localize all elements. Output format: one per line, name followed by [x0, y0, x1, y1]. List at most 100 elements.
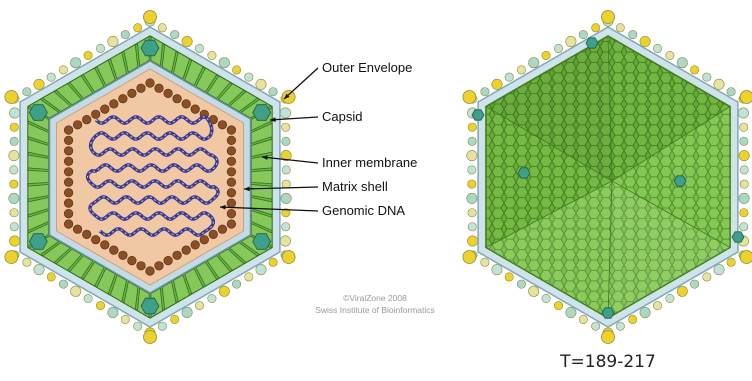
envelope-spike: [134, 322, 142, 330]
matrix-bead: [110, 246, 119, 255]
label-matrix-shell: Matrix shell: [322, 179, 388, 194]
envelope-spike: [59, 66, 67, 74]
envelope-spike: [282, 223, 290, 231]
matrix-bead: [155, 84, 164, 93]
envelope-spike: [666, 51, 674, 59]
envelope-spike: [592, 24, 600, 32]
envelope-spike: [9, 236, 19, 246]
matrix-bead: [227, 199, 236, 208]
envelope-spike: [134, 24, 142, 32]
triangulation-number: T=189-217: [559, 352, 656, 372]
vertex-spike: [740, 251, 752, 264]
envelope-spike: [739, 193, 749, 203]
vertex-spike: [602, 11, 615, 24]
matrix-bead: [64, 220, 73, 229]
envelope-spike: [481, 258, 489, 266]
matrix-bead: [218, 225, 227, 234]
envelope-spike: [517, 280, 525, 288]
matrix-bead: [119, 251, 128, 260]
vertex-spike: [463, 251, 476, 264]
envelope-spike: [208, 294, 216, 302]
envelope-spike: [281, 193, 291, 203]
envelope-spike: [9, 150, 19, 160]
envelope-spike: [121, 30, 129, 38]
envelope-spike: [727, 258, 735, 266]
matrix-bead: [227, 147, 236, 156]
surface-penton: [674, 176, 686, 186]
envelope-spike: [616, 24, 624, 32]
matrix-bead: [164, 89, 173, 98]
matrix-bead: [173, 94, 182, 103]
envelope-spike: [703, 73, 711, 81]
envelope-spike: [640, 307, 650, 317]
envelope-spike: [9, 193, 19, 203]
envelope-spike: [96, 44, 104, 52]
capsomer-block: [28, 170, 49, 183]
envelope-spike: [158, 322, 166, 330]
matrix-bead: [227, 126, 236, 135]
envelope-spike: [280, 236, 290, 246]
matrix-bead: [64, 157, 73, 166]
envelope-spike: [666, 294, 674, 302]
envelope-spike: [10, 123, 18, 131]
vertex-spike: [144, 331, 157, 344]
envelope-spike: [10, 223, 18, 231]
surface-penton: [586, 38, 598, 48]
envelope-spike: [739, 150, 749, 160]
envelope-spike: [256, 264, 266, 274]
envelope-spike: [282, 123, 290, 131]
envelope-spike: [703, 273, 711, 281]
envelope-spike: [171, 315, 179, 323]
envelope-spike: [554, 301, 562, 309]
penton-block: [141, 40, 159, 56]
leader-outer-envelope: [284, 68, 318, 99]
envelope-spike: [714, 79, 724, 89]
matrix-bead: [137, 84, 146, 93]
envelope-spike: [468, 180, 476, 188]
matrix-bead: [64, 126, 73, 135]
envelope-spike: [714, 264, 724, 274]
matrix-bead: [110, 100, 119, 109]
envelope-spike: [47, 273, 55, 281]
vertex-spike: [144, 11, 157, 24]
envelope-spike: [467, 236, 477, 246]
envelope-spike: [468, 209, 476, 217]
envelope-spike: [740, 123, 748, 131]
envelope-spike: [579, 315, 587, 323]
matrix-bead: [227, 157, 236, 166]
matrix-bead: [200, 235, 209, 244]
matrix-bead: [82, 230, 91, 239]
matrix-bead: [218, 121, 227, 130]
envelope-spike: [738, 108, 748, 118]
envelope-spike: [740, 137, 748, 145]
envelope-spike: [232, 280, 240, 288]
envelope-spike: [71, 286, 81, 296]
envelope-spike: [727, 88, 735, 96]
matrix-bead: [64, 199, 73, 208]
label-inner-membrane: Inner membrane: [322, 155, 417, 170]
envelope-spike: [269, 88, 277, 96]
envelope-spike: [690, 280, 698, 288]
envelope-spike: [579, 30, 587, 38]
matrix-bead: [64, 168, 73, 177]
envelope-spike: [121, 315, 129, 323]
envelope-spike: [468, 223, 476, 231]
matrix-bead: [164, 256, 173, 265]
label-capsid: Capsid: [322, 109, 362, 124]
surface-penton: [472, 110, 484, 120]
envelope-spike: [505, 73, 513, 81]
matrix-bead: [173, 251, 182, 260]
virion-cross-section: [5, 11, 295, 344]
matrix-bead: [227, 209, 236, 218]
envelope-spike: [23, 258, 31, 266]
envelope-spike: [529, 58, 539, 68]
vertex-spike: [5, 251, 18, 264]
matrix-bead: [191, 241, 200, 250]
matrix-bead: [91, 110, 100, 119]
envelope-spike: [10, 137, 18, 145]
matrix-bead: [101, 105, 110, 114]
vertex-spike: [740, 91, 752, 104]
envelope-spike: [23, 88, 31, 96]
matrix-bead: [191, 105, 200, 114]
